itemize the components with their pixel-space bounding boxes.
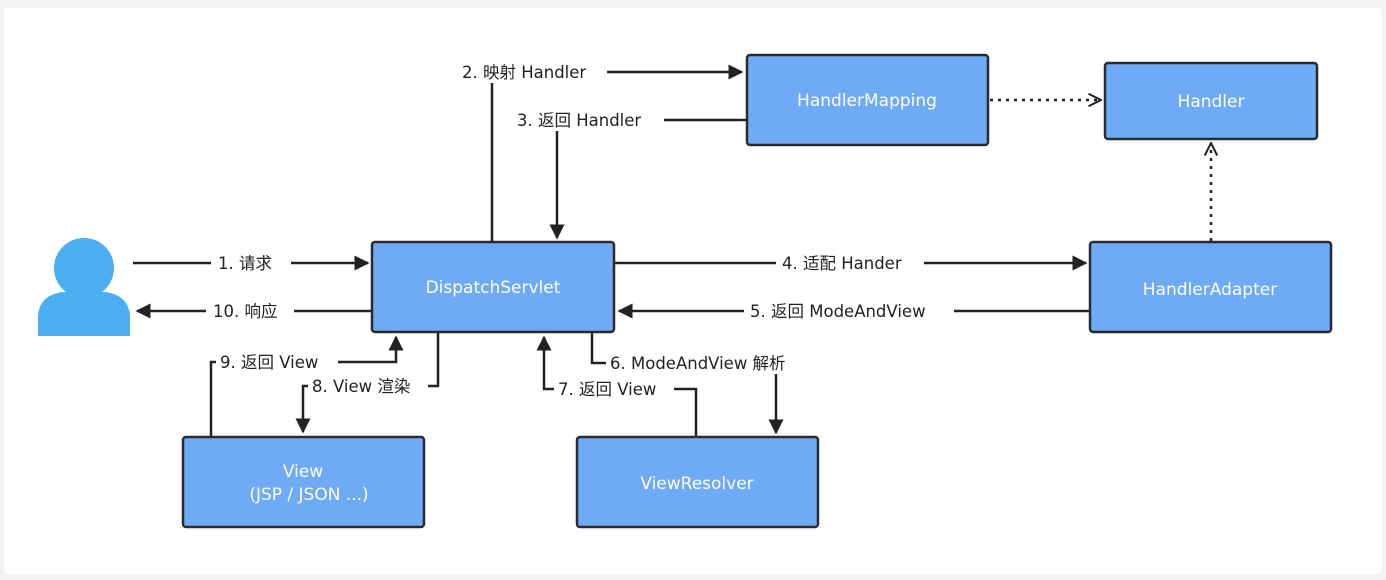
label-return-modeandview: 5. 返回 ModeAndView bbox=[750, 302, 926, 321]
label-map-handler: 2. 映射 Handler bbox=[462, 63, 586, 82]
node-view-label-line1: View bbox=[283, 462, 323, 482]
node-handler-mapping-label: HandlerMapping bbox=[797, 91, 937, 111]
node-handler-adapter-label: HandlerAdapter bbox=[1143, 280, 1277, 300]
edge-map-handler bbox=[490, 64, 744, 242]
label-adapt-handler: 4. 适配 Hander bbox=[782, 254, 902, 273]
label-return-handler: 3. 返回 Handler bbox=[517, 111, 641, 130]
node-handler-adapter: HandlerAdapter bbox=[1088, 240, 1333, 334]
node-handler-mapping: HandlerMapping bbox=[745, 53, 990, 147]
node-view-resolver-label: ViewResolver bbox=[640, 474, 753, 494]
label-request: 1. 请求 bbox=[218, 254, 272, 273]
node-handler-label: Handler bbox=[1178, 92, 1245, 112]
user-icon bbox=[38, 238, 130, 336]
label-render-view: 8. View 渲染 bbox=[312, 377, 410, 396]
node-handler: Handler bbox=[1103, 61, 1319, 141]
node-view: View (JSP / JSON ...) bbox=[181, 435, 426, 529]
label-response: 10. 响应 bbox=[213, 302, 278, 321]
node-dispatch-servlet-label: DispatchServlet bbox=[426, 278, 561, 298]
label-return-view-resolver: 7. 返回 View bbox=[558, 380, 656, 399]
label-resolve-view: 6. ModeAndView 解析 bbox=[610, 354, 786, 373]
edge-labels: 1. 请求 10. 响应 2. 映射 Handler 3. 返回 Handler… bbox=[206, 61, 954, 400]
node-dispatch-servlet: DispatchServlet bbox=[370, 240, 616, 334]
edge-return-handler bbox=[549, 118, 747, 240]
node-view-label-line2: (JSP / JSON ...) bbox=[249, 485, 368, 505]
label-return-view: 9. 返回 View bbox=[220, 353, 318, 372]
node-view-resolver: ViewResolver bbox=[575, 435, 820, 529]
